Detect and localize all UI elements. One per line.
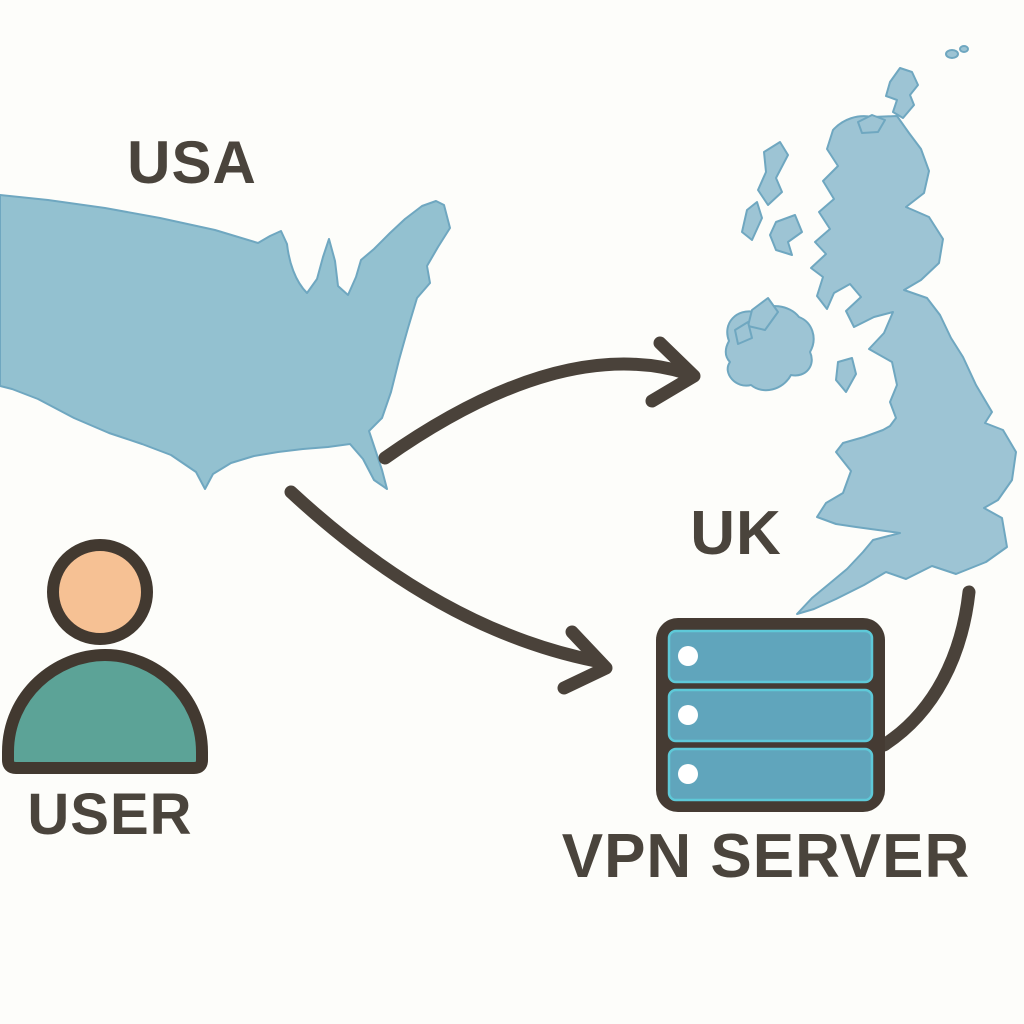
uk-map [724, 45, 1017, 615]
great-britain-shape [796, 115, 1017, 615]
server-led-dot [678, 764, 698, 784]
usa-map-shape [0, 194, 451, 490]
hebrides-islands-shape [757, 141, 789, 206]
server-led-dot [678, 705, 698, 725]
small-island [734, 321, 753, 345]
uk-label: UK [690, 499, 782, 568]
usa-label: USA [127, 129, 257, 196]
server-rack-row [667, 629, 874, 684]
server-rack-row [667, 688, 874, 743]
uk-to-server-connector-line [877, 585, 976, 752]
arrow-user-to-vpn-server [284, 485, 613, 695]
user-label: USER [27, 782, 193, 847]
isle-of-man-shape [835, 357, 857, 393]
vpn-server-label: VPN SERVER [561, 822, 971, 891]
server-rack-icon [656, 618, 885, 812]
person-head [47, 539, 153, 645]
skye-island-shape [769, 214, 803, 256]
shetland-islands-shape [885, 67, 919, 119]
arrowhead-icon [645, 336, 701, 408]
server-rack-row [667, 747, 874, 802]
small-island [959, 45, 969, 53]
hebrides-islands-shape [741, 201, 763, 241]
orkney-islands-shape [857, 114, 886, 134]
usa-map [0, 194, 451, 490]
person-body [2, 649, 208, 774]
arrow-shaft [284, 485, 603, 668]
arrow-shaft [378, 357, 693, 465]
arrow-usa-to-uk [378, 336, 701, 465]
server-led-dot [678, 646, 698, 666]
small-island [945, 49, 959, 59]
person-icon [2, 539, 208, 774]
arrowhead-icon [557, 625, 613, 695]
